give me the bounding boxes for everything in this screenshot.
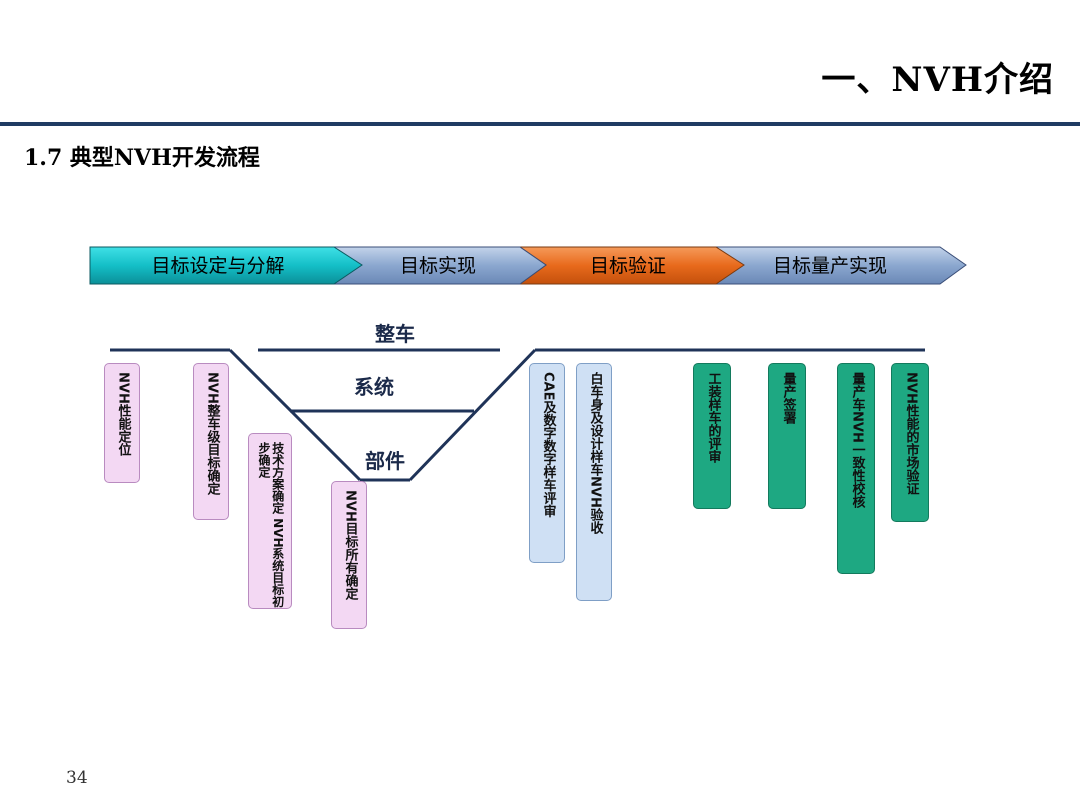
- page-number: 34: [66, 768, 88, 788]
- step-production-signoff: 量产签署: [768, 363, 806, 509]
- level-system: 系统: [354, 375, 394, 399]
- step-production-check-text: 量产车NVH一致性校核: [849, 372, 865, 508]
- phase-label-4: 目标量产实现: [773, 255, 887, 277]
- phase-label-1: 目标设定与分解: [151, 255, 284, 277]
- step-system-target-text: 技术方案确定 NVH系统目标初步确定: [257, 442, 285, 608]
- step-market-validation: NVH性能的市场验证: [891, 363, 929, 522]
- page-title: 一、NVH介绍: [821, 60, 1054, 100]
- phase-arrow-1: [89, 246, 363, 285]
- step-vehicle-target-text: NVH整车级目标确定: [204, 372, 220, 495]
- step-vehicle-target: NVH整车级目标确定: [193, 363, 229, 520]
- step-perf-position: NVH性能定位: [104, 363, 140, 483]
- step-biw-validation: 白车身及设计样车NVH验收: [576, 363, 612, 601]
- phase-label-3: 目标验证: [590, 255, 666, 277]
- step-all-target: NVH目标所有确定: [331, 481, 367, 629]
- step-system-target: 技术方案确定 NVH系统目标初步确定: [248, 433, 292, 609]
- step-perf-position-text: NVH性能定位: [115, 372, 131, 456]
- step-cae-review: CAE及数字数字样车评审: [529, 363, 565, 563]
- level-component: 部件: [365, 449, 405, 473]
- step-tooling-review-text: 工装样车的评审: [705, 372, 721, 463]
- step-cae-review-text: CAE及数字数字样车评审: [540, 372, 556, 518]
- step-tooling-review: 工装样车的评审: [693, 363, 731, 509]
- v-process-lines: [110, 348, 925, 482]
- level-vehicle: 整车: [374, 322, 415, 346]
- step-production-signoff-text: 量产签署: [780, 372, 796, 424]
- phase-label-2: 目标实现: [400, 255, 476, 277]
- step-production-check: 量产车NVH一致性校核: [837, 363, 875, 574]
- step-biw-validation-text: 白车身及设计样车NVH验收: [587, 372, 603, 534]
- step-market-validation-text: NVH性能的市场验证: [903, 372, 919, 495]
- section-subtitle: 1.7 典型NVH开发流程: [24, 145, 260, 171]
- step-all-target-text: NVH目标所有确定: [342, 490, 358, 600]
- title-divider: [0, 122, 1080, 126]
